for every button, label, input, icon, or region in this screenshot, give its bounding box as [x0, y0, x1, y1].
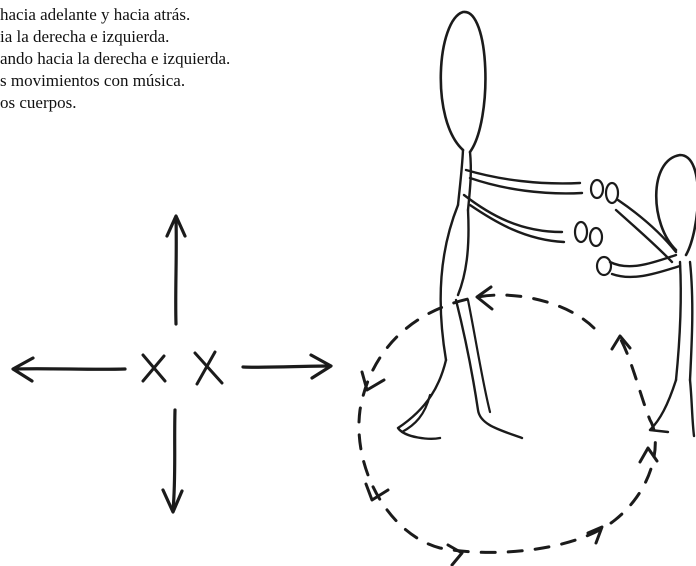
- instruction-line-2: ia la derecha e izquierda.: [0, 27, 170, 46]
- instruction-list: hacia adelante y hacia atrás. ia la dere…: [0, 4, 230, 114]
- feet-position-marks: [141, 350, 224, 386]
- tall-dancer-figure: [396, 10, 584, 440]
- arrow-circle-lower-left-icon: [364, 482, 390, 502]
- short-dancer-figure: [608, 153, 696, 438]
- arrow-right-icon: [241, 353, 333, 380]
- dancing-couple: [357, 10, 696, 566]
- arrow-circle-top-icon: [475, 285, 494, 311]
- arrow-down-icon: [161, 408, 184, 514]
- arrow-circle-bottom-icon: [446, 543, 464, 566]
- instruction-line-1: hacia adelante y hacia atrás.: [0, 5, 191, 24]
- arrow-circle-left-icon: [360, 370, 386, 392]
- dance-circle-path: [357, 285, 659, 566]
- instruction-line-3: ando hacia la derecha e izquierda.: [0, 49, 231, 68]
- clasped-hands: [573, 178, 620, 277]
- direction-compass: [11, 214, 333, 514]
- arrow-circle-right-icon: [610, 334, 632, 351]
- arrow-circle-bottom-right-icon: [586, 525, 604, 545]
- arrow-up-icon: [165, 214, 187, 326]
- instruction-line-4: s movimientos con música.: [0, 71, 186, 90]
- instruction-line-5: os cuerpos.: [0, 93, 77, 112]
- arrow-left-icon: [11, 356, 127, 383]
- arrow-circle-lower-right-icon: [638, 446, 659, 464]
